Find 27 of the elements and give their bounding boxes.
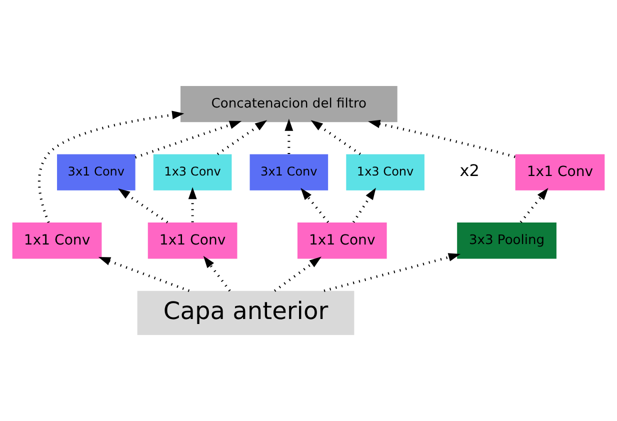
- arrow: [310, 120, 361, 156]
- node-box: Capa anterior: [137, 290, 354, 335]
- node-box: 3x1 Conv: [250, 154, 328, 190]
- node-box: 1x1 Conv: [148, 222, 238, 259]
- arrow: [38, 110, 184, 223]
- arrow: [324, 253, 461, 292]
- label: x2: [460, 161, 480, 180]
- arrow: [216, 120, 268, 156]
- arrow: [352, 188, 376, 223]
- arrow: [134, 120, 242, 159]
- arrow: [203, 256, 231, 292]
- arrow: [300, 188, 330, 223]
- node-box: 3x1 Conv: [57, 154, 136, 190]
- arrow: [118, 188, 168, 224]
- node-box: 1x3 Conv: [346, 154, 424, 190]
- node-box: 1x1 Conv: [515, 154, 605, 190]
- node-box: Concatenacion del filtro: [180, 86, 398, 122]
- arrow: [98, 257, 190, 292]
- arrow: [188, 187, 197, 222]
- arrow: [284, 118, 294, 154]
- arrow: [520, 188, 548, 223]
- arrow: [368, 120, 516, 158]
- arrow: [274, 256, 322, 292]
- node-box: 3x3 Pooling: [457, 222, 556, 259]
- node-box: 1x1 Conv: [12, 222, 102, 259]
- node-box: 1x1 Conv: [297, 222, 387, 259]
- node-box: 1x3 Conv: [153, 154, 232, 190]
